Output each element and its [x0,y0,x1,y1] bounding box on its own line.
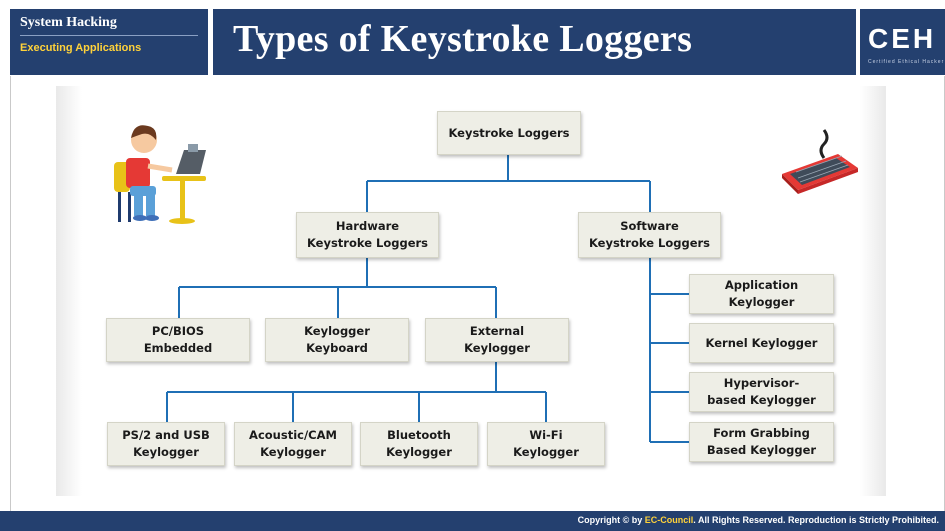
copyright-notice: Copyright © by EC-Council. All Rights Re… [578,515,939,525]
node-bluetooth-keylogger: Bluetooth Keylogger [360,422,478,466]
node-acoustic-cam-keylogger: Acoustic/CAM Keylogger [234,422,352,466]
node-wifi-keylogger: Wi-Fi Keylogger [487,422,605,466]
node-hypervisor-based-keylogger: Hypervisor- based Keylogger [689,372,834,412]
copyright-prefix: Copyright © by [577,515,645,525]
node-ps2-usb-keylogger: PS/2 and USB Keylogger [107,422,225,466]
node-application-keylogger: Application Keylogger [689,274,834,314]
node-keylogger-keyboard: Keylogger Keyboard [265,318,409,362]
logo-subtitle: Certified Ethical Hacker [868,59,945,65]
section-title: System Hacking [20,15,117,30]
title-panel: Types of Keystroke Loggers [213,9,856,75]
section-divider [20,35,198,36]
node-hardware-keystroke-loggers: Hardware Keystroke Loggers [296,212,439,258]
copyright-brand: EC-Council [644,515,694,525]
slide-footer: Copyright © by EC-Council. All Rights Re… [0,511,945,531]
node-kernel-keylogger: Kernel Keylogger [689,323,834,363]
slide-title: Types of Keystroke Loggers [233,18,693,60]
logo-text: CEH [868,23,937,54]
ceh-logo: CEH Certified Ethical Hacker [860,9,945,75]
copyright-suffix: . All Rights Reserved. Reproduction is S… [693,515,939,525]
slide-header: System Hacking Executing Applications Ty… [0,0,945,76]
node-external-keylogger: External Keylogger [425,318,569,362]
user-at-computer-illustration [114,125,206,224]
section-panel: System Hacking Executing Applications [10,9,208,75]
subsection-title: Executing Applications [20,42,142,54]
keyboard-illustration [782,129,858,194]
node-form-grabbing-keylogger: Form Grabbing Based Keylogger [689,422,834,462]
node-keystroke-loggers: Keystroke Loggers [437,111,581,155]
node-pc-bios-embedded: PC/BIOS Embedded [106,318,250,362]
node-software-keystroke-loggers: Software Keystroke Loggers [578,212,721,258]
